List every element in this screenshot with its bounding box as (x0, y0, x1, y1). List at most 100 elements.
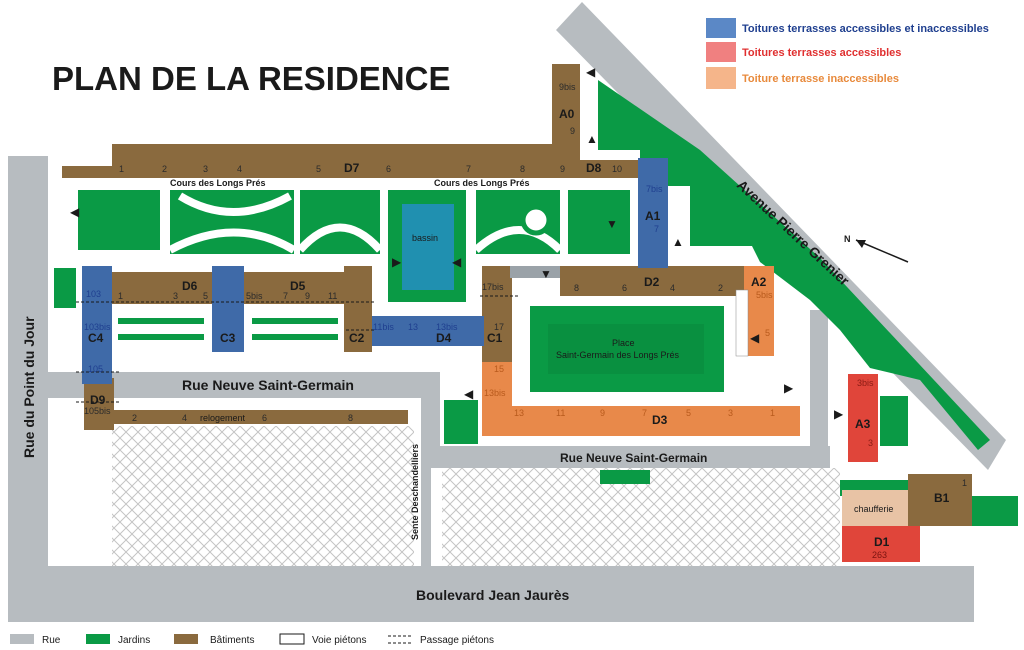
svg-text:17bis: 17bis (482, 282, 504, 292)
svg-text:8: 8 (520, 164, 525, 174)
roof-legend-swatch-red (706, 42, 736, 62)
svg-text:9: 9 (305, 291, 310, 301)
building-d3 (482, 362, 800, 436)
svg-text:263: 263 (872, 550, 887, 560)
legend-swatch-jardins (86, 634, 110, 644)
label-d8: D8 (586, 161, 602, 175)
chaufferie-label: chaufferie (854, 504, 893, 514)
building-c2 (344, 266, 372, 352)
building-d4 (372, 316, 484, 346)
building-labels: D7 D8 A0 A1 A2 A3 D6 D5 C4 C3 C2 C1 D4 D… (88, 107, 950, 549)
svg-text:1: 1 (119, 164, 124, 174)
svg-text:9: 9 (560, 164, 565, 174)
svg-text:13bis: 13bis (436, 322, 458, 332)
bassin-label: bassin (412, 233, 438, 243)
garden-strip-1 (118, 318, 204, 324)
garden-cours-3 (300, 190, 380, 254)
svg-text:105: 105 (88, 364, 103, 374)
svg-text:13bis: 13bis (484, 388, 506, 398)
cours-label-left: Cours des Longs Prés (170, 178, 266, 188)
svg-text:5: 5 (203, 291, 208, 301)
svg-text:5bis: 5bis (246, 291, 263, 301)
svg-text:15: 15 (494, 364, 504, 374)
svg-text:7: 7 (654, 224, 659, 234)
svg-text:9bis: 9bis (559, 82, 576, 92)
roof-legend-label-blue: Toitures terrasses accessibles et inacce… (742, 23, 989, 35)
svg-text:9: 9 (600, 408, 605, 418)
svg-text:17: 17 (494, 322, 504, 332)
roofs-blue (82, 158, 668, 384)
svg-text:◀: ◀ (464, 387, 474, 401)
svg-text:3bis: 3bis (857, 378, 874, 388)
roof-legend-label-red: Toitures terrasses accessibles (742, 47, 901, 59)
svg-text:3: 3 (728, 408, 733, 418)
buildings-brown (62, 64, 972, 526)
svg-text:6: 6 (386, 164, 391, 174)
roofs-orange (482, 266, 800, 436)
svg-text:7bis: 7bis (646, 184, 663, 194)
building-a0 (552, 64, 580, 160)
svg-text:103: 103 (86, 289, 101, 299)
label-c4: C4 (88, 331, 104, 345)
building-d7 (62, 144, 640, 178)
building-c4 (82, 266, 112, 384)
svg-text:6: 6 (262, 413, 267, 423)
svg-text:11: 11 (556, 408, 565, 418)
svg-text:1: 1 (118, 291, 123, 301)
svg-text:5: 5 (316, 164, 321, 174)
legend-label-voie-pietons: Voie piétons (312, 635, 367, 646)
label-d1: D1 (874, 535, 890, 549)
svg-text:7: 7 (642, 408, 647, 418)
label-d5: D5 (290, 279, 306, 293)
hatched-area-west (112, 426, 414, 566)
svg-text:10: 10 (612, 164, 622, 174)
svg-text:5bis: 5bis (756, 290, 773, 300)
svg-text:5: 5 (765, 328, 770, 338)
building-sg-connector (510, 266, 560, 278)
label-d3: D3 (652, 413, 668, 427)
building-b1 (908, 474, 972, 526)
label-b1: B1 (934, 491, 950, 505)
svg-text:11bis: 11bis (373, 322, 394, 332)
cours-label-right: Cours des Longs Prés (434, 178, 530, 188)
building-a2-stairs (735, 289, 749, 357)
street-point-du-jour: Rue du Point du Jour (21, 316, 37, 458)
road-deschandelliers (421, 398, 431, 566)
building-d2 (560, 266, 746, 296)
legend-label-rue: Rue (42, 635, 61, 646)
label-c3: C3 (220, 331, 236, 345)
compass-label: N (844, 234, 851, 244)
svg-text:1: 1 (962, 478, 967, 488)
svg-text:103bis: 103bis (84, 322, 111, 332)
building-a1 (638, 158, 668, 268)
door-numbers: 1 2 3 4 5 6 7 8 9 10 9bis 9 7bis 7 103 1… (84, 82, 967, 560)
roof-legend-swatch-blue (706, 18, 736, 38)
label-a2: A2 (751, 275, 767, 289)
legend-swatch-voie-pietons (279, 633, 305, 645)
building-a2 (744, 266, 774, 356)
svg-text:◀: ◀ (70, 205, 80, 219)
svg-text:7: 7 (466, 164, 471, 174)
map-legend: Rue Jardins Bâtiments Voie piétons Passa… (10, 633, 494, 646)
bassin-pool (402, 204, 454, 290)
svg-text:▶: ▶ (392, 255, 402, 269)
roof-legend: Toitures terrasses accessibles et inacce… (706, 18, 989, 89)
page-title: PLAN DE LA RESIDENCE (52, 60, 450, 97)
legend-swatch-rue (10, 634, 34, 644)
street-neuve-sg-lower: Rue Neuve Saint-Germain (560, 451, 707, 465)
label-c1: C1 (487, 331, 503, 345)
garden-cours-1 (78, 190, 160, 250)
relogement-label: relogement (200, 413, 246, 423)
fountain (520, 204, 552, 236)
svg-text:4: 4 (670, 283, 675, 293)
svg-text:4: 4 (237, 164, 242, 174)
garden-paths (168, 192, 563, 254)
place-inner (548, 324, 704, 374)
road-neuve-sg-lower (426, 446, 830, 468)
building-d9 (84, 378, 114, 430)
label-d9: D9 (90, 393, 106, 407)
svg-text:13: 13 (514, 408, 524, 418)
building-c3 (212, 266, 244, 352)
svg-text:13: 13 (408, 322, 418, 332)
